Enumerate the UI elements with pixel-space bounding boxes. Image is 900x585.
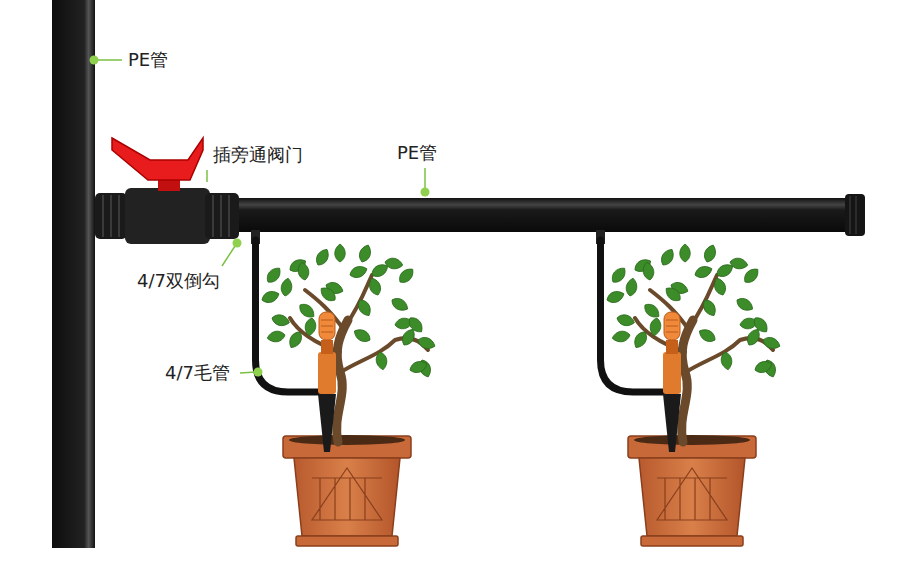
callout-label: 4/7双倒勾 bbox=[136, 270, 221, 292]
callout-label: 4/7毛管 bbox=[164, 362, 231, 384]
callout-label: PE管 bbox=[396, 142, 438, 164]
callout-label: PE管 bbox=[127, 49, 169, 71]
callout-label: 插旁通阀门 bbox=[212, 144, 304, 166]
